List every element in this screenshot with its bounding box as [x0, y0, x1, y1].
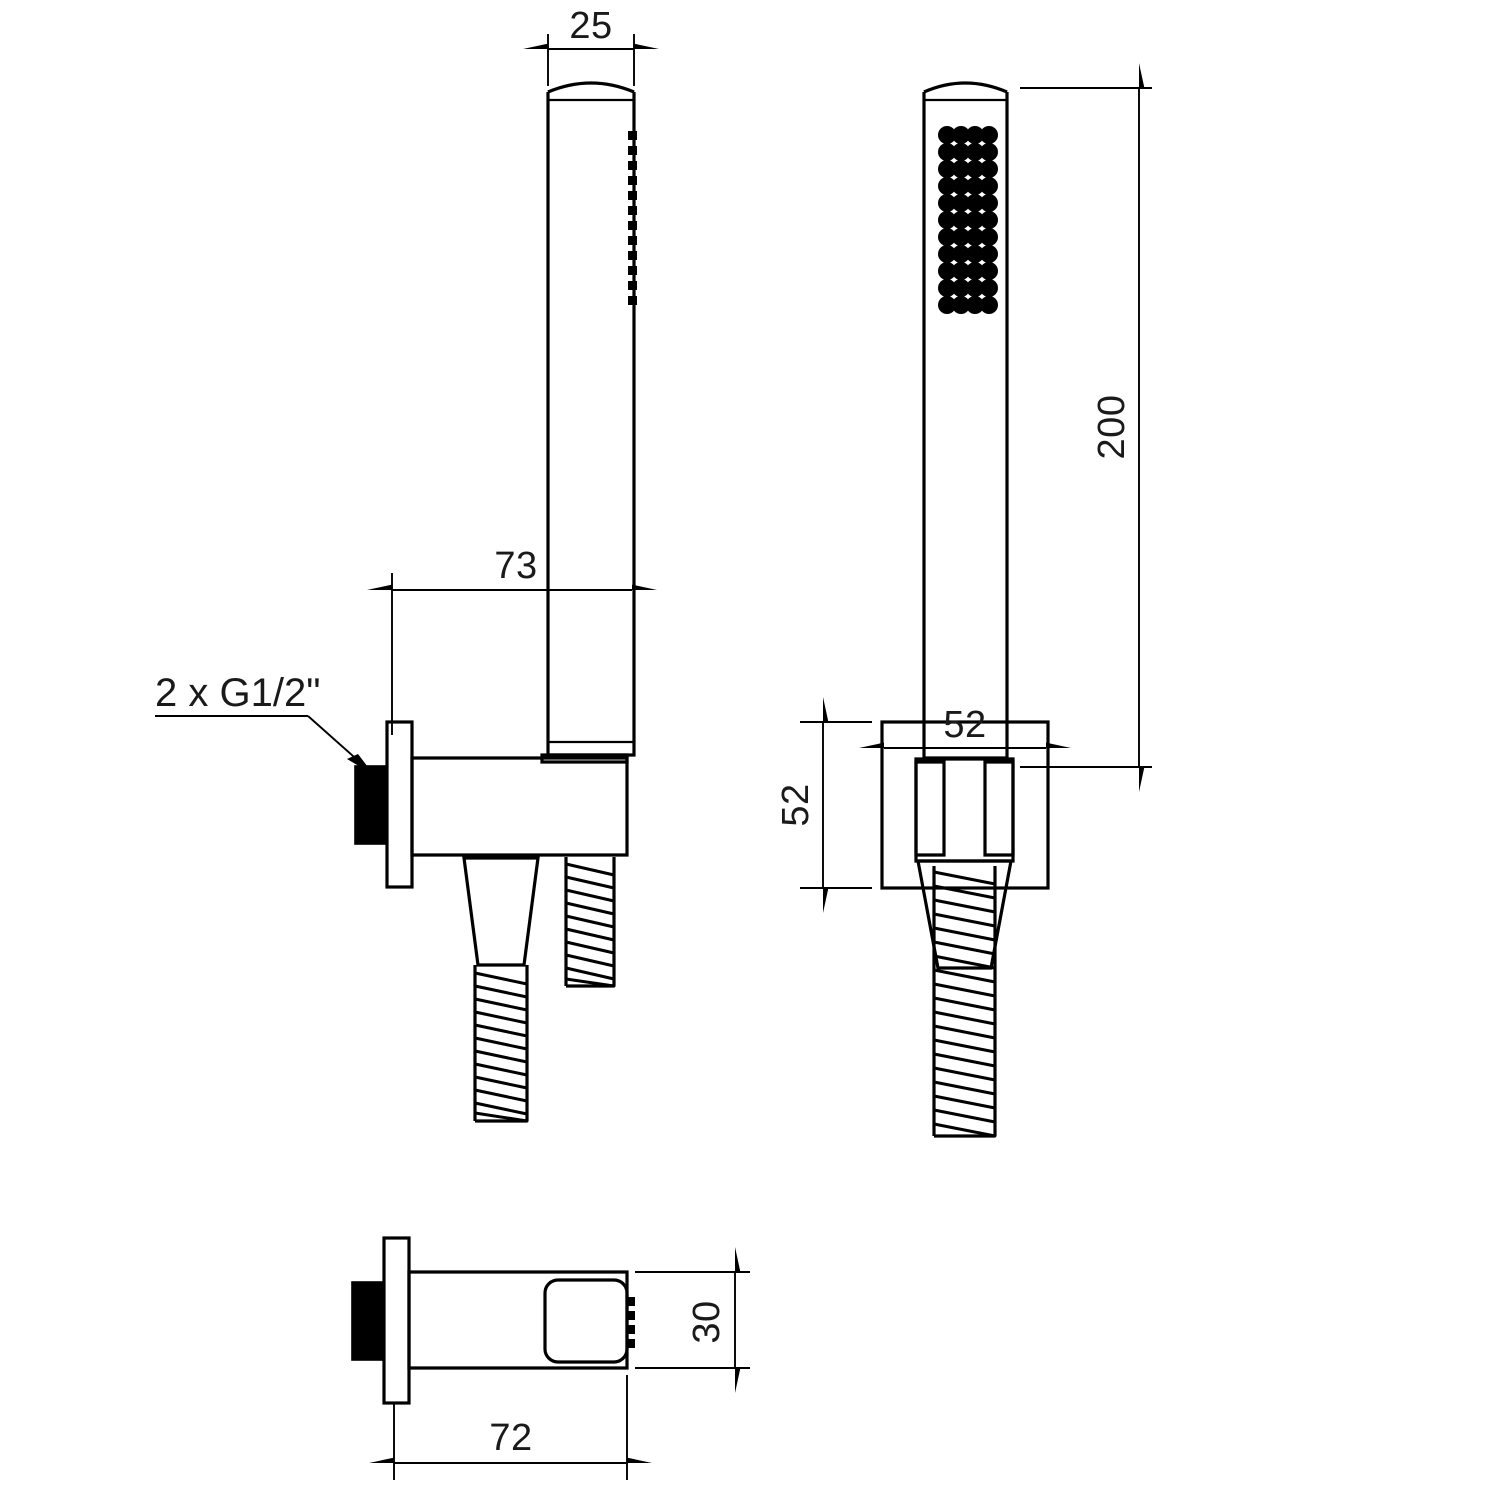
dimension-label-52-height: 52: [775, 783, 817, 826]
flexible-hose-right: [564, 857, 616, 988]
thread-note-label: 2 x G1/2": [155, 671, 320, 715]
dimension-wall-plate-width: 52: [859, 704, 1071, 754]
thread-note: 2 x G1/2": [155, 671, 374, 775]
flexible-hose-side: [932, 866, 997, 1138]
dimension-wall-plate-height: 52: [775, 697, 872, 913]
flexible-hose-left: [473, 965, 529, 1123]
bracket-collar-side: [914, 757, 1015, 863]
dimension-label-73: 73: [494, 545, 537, 587]
dimension-label-72: 72: [489, 1417, 532, 1459]
bracket-thread-front: [354, 765, 388, 845]
side-view: 200 52 52: [775, 63, 1152, 1138]
outlet-edge-ticks: [626, 1297, 635, 1348]
bracket-outlet-taper: [462, 856, 540, 967]
dimension-bracket-projection: 73: [367, 545, 657, 735]
front-view: 25 73: [155, 5, 659, 1123]
wall-plate-square: [880, 720, 1050, 890]
dimension-outlet-height: 30: [635, 1247, 750, 1393]
dimension-outlet-length: 72: [369, 1375, 652, 1480]
dimension-handset-width: 25: [523, 5, 659, 86]
dimension-label-200: 200: [1091, 395, 1133, 460]
dimension-label-25: 25: [569, 5, 612, 47]
outlet-body: [407, 1270, 629, 1370]
dimension-handset-length: 200: [1020, 63, 1152, 792]
spray-face-dot-grid: [938, 126, 998, 314]
outlet-cradle-square: [543, 1278, 629, 1364]
spray-face-edge-ticks: [628, 131, 637, 305]
outlet-view: 30 72: [351, 1236, 750, 1480]
dimension-label-30: 30: [686, 1300, 728, 1343]
dimension-label-52-width: 52: [943, 704, 986, 746]
bracket-body: [410, 756, 629, 857]
handset-cradle-seat: [540, 753, 629, 764]
outlet-thread: [351, 1281, 385, 1361]
